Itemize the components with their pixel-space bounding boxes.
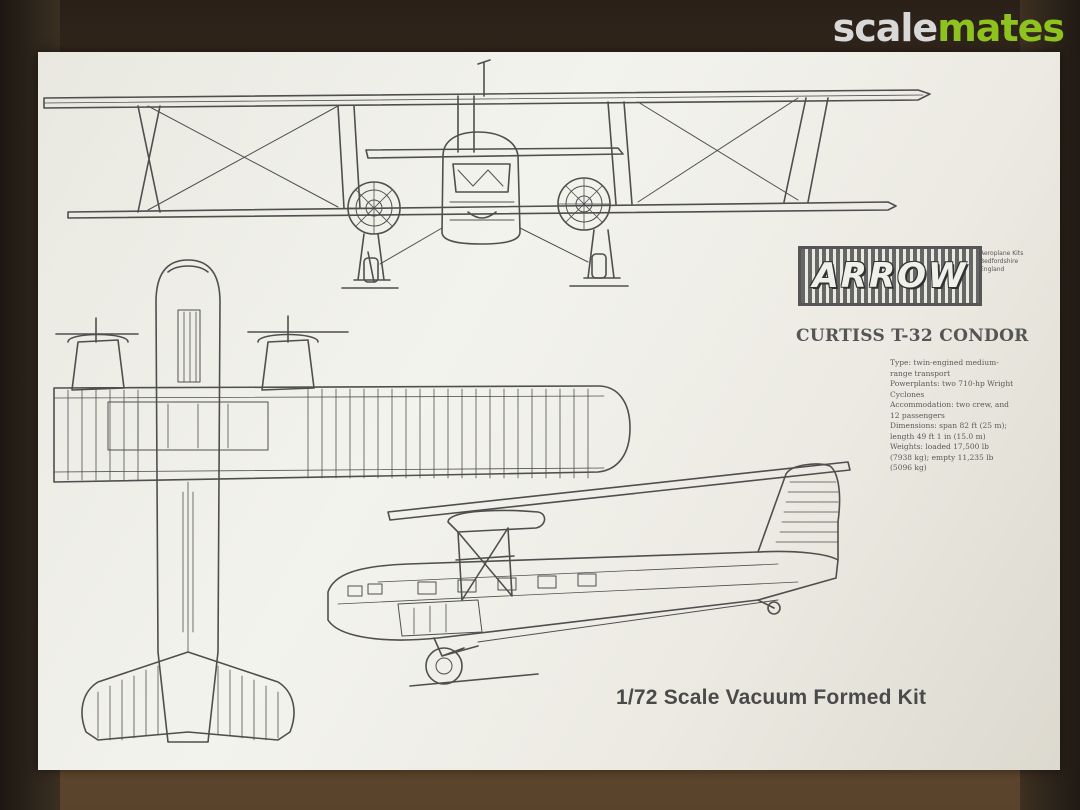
arrow-logo: ARROW: [798, 246, 982, 306]
scalemates-watermark: scalemates: [832, 6, 1065, 50]
spec-line: Type: twin-engined medium-: [890, 358, 999, 367]
instruction-sheet: ARROW Aeroplane Kits Bedfordshire Englan…: [38, 52, 1060, 770]
spec-line: (7938 kg); empty 11,235 lb: [890, 452, 994, 462]
spec-list: Type: twin-engined medium- range transpo…: [890, 358, 1040, 474]
spec-line: Cyclones: [890, 389, 925, 399]
spec-line: length 49 ft 1 in (15.0 m): [890, 431, 986, 441]
spec-line: Powerplants: two 710-hp Wright: [890, 379, 1014, 388]
spec-line: (5096 kg): [890, 463, 927, 472]
spec-line: Accommodation: two crew, and: [890, 400, 1009, 409]
plan-view: [53, 259, 631, 743]
spec-line: Dimensions: span 82 ft (25 m);: [890, 421, 1008, 430]
logo-word: ARROW: [812, 256, 968, 296]
logo-fine-print: Aeroplane Kits Bedfordshire England: [980, 250, 1024, 273]
spec-line: Weights: loaded 17,500 lb: [890, 442, 989, 451]
watermark-part-mates: mates: [937, 6, 1065, 50]
watermark-part-scale: scale: [832, 6, 939, 50]
scale-label: 1/72 Scale Vacuum Formed Kit: [616, 686, 927, 709]
side-view: [327, 461, 851, 687]
aircraft-line-drawing: [43, 59, 931, 743]
front-view: [43, 59, 931, 289]
sheet-title: CURTISS T-32 CONDOR: [796, 326, 1029, 346]
spec-line: 12 passengers: [890, 410, 945, 420]
spec-line: range transport: [890, 368, 951, 378]
